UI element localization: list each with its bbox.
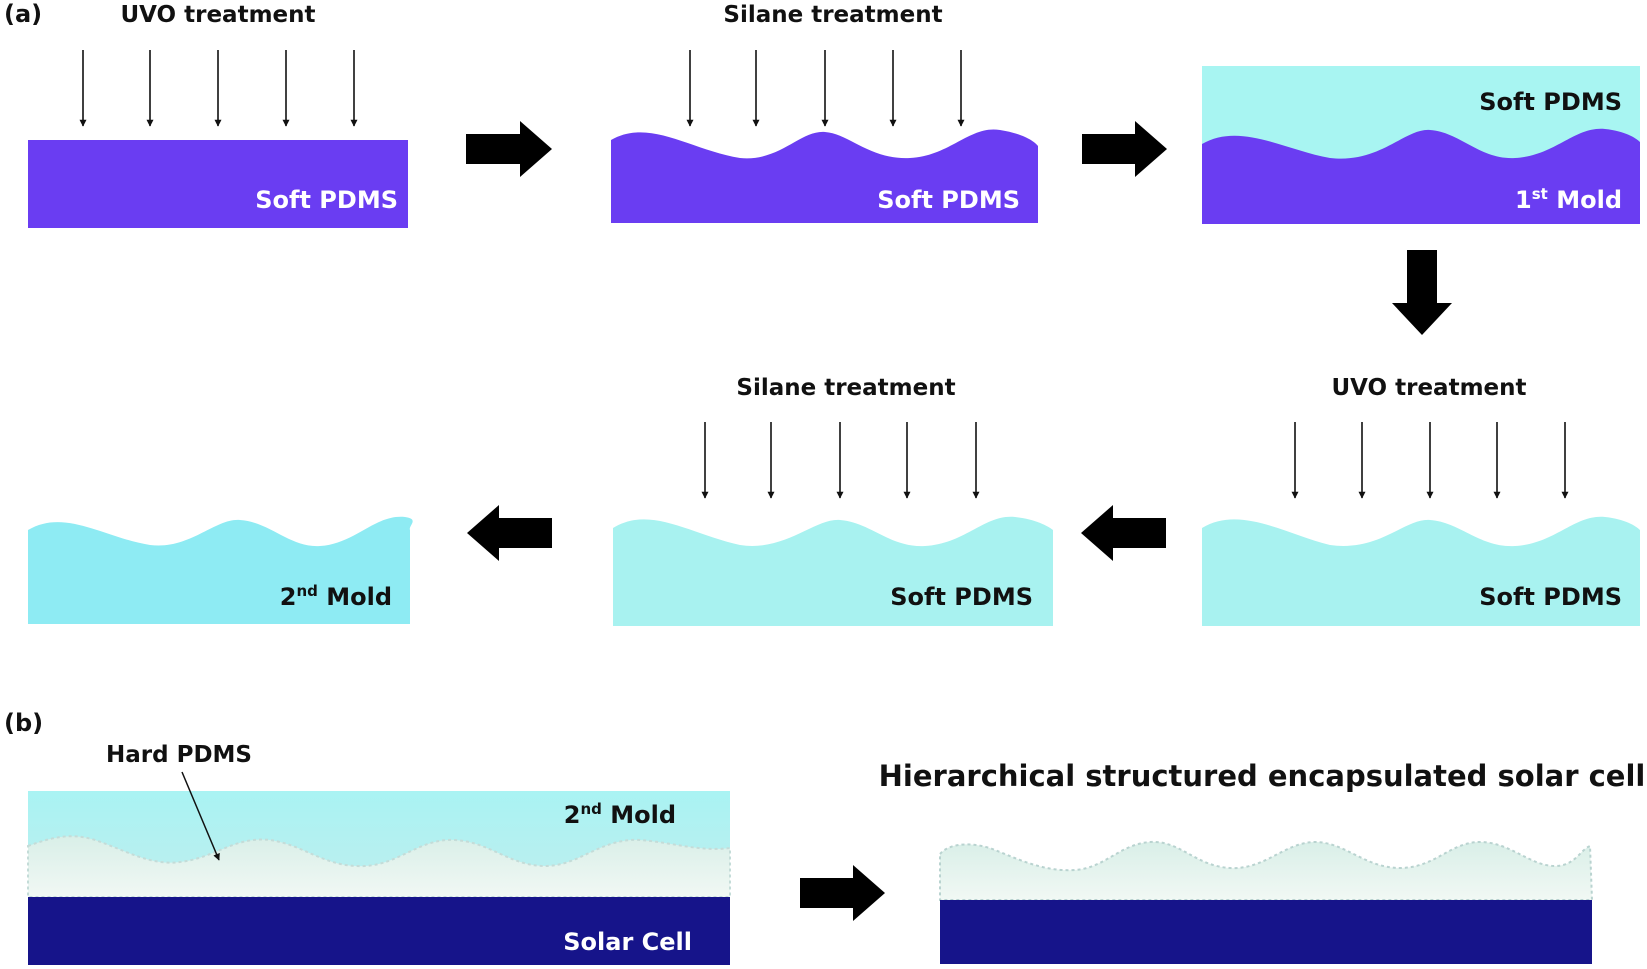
step1-treatment-label: UVO treatment bbox=[120, 2, 315, 28]
step6-group: 2nd Mold bbox=[28, 516, 413, 624]
step4-treatment-label: UVO treatment bbox=[1331, 375, 1526, 401]
panel-b-mold-label: 2nd Mold bbox=[564, 800, 676, 829]
encapsulation-layer bbox=[939, 840, 1594, 901]
process-arrow-right-b bbox=[800, 865, 885, 921]
step6-sup: nd bbox=[296, 582, 317, 600]
step4-block-label: Soft PDMS bbox=[1479, 583, 1622, 611]
step5-arrows bbox=[701, 422, 980, 499]
step4-arrows bbox=[1291, 422, 1569, 499]
step6-label: 2nd Mold bbox=[280, 582, 392, 611]
step6-num: 2 bbox=[280, 583, 297, 611]
step3-first-mold bbox=[1202, 128, 1640, 224]
panel-b-mold-sup: nd bbox=[580, 800, 601, 818]
hard-pdms-label: Hard PDMS bbox=[106, 742, 252, 768]
result-title: Hierarchical structured encapsulated sol… bbox=[879, 759, 1646, 793]
step4-soft-pdms-wavy bbox=[1202, 516, 1640, 626]
panel-b-mold-sep bbox=[602, 801, 610, 829]
panel-a-label: (a) bbox=[4, 0, 42, 28]
panel-b-mold-num: 2 bbox=[564, 801, 581, 829]
step2-group: Silane treatment Soft PDMS bbox=[611, 2, 1038, 223]
step2-soft-pdms-wavy bbox=[611, 129, 1038, 223]
hard-pdms-pointer bbox=[181, 771, 220, 861]
step5-soft-pdms-wavy bbox=[613, 516, 1053, 626]
process-arrow-down bbox=[1392, 250, 1452, 335]
step6-second-mold bbox=[28, 516, 413, 624]
step6-sep bbox=[318, 583, 326, 611]
process-arrow-right-1 bbox=[466, 121, 552, 177]
step3-mold-word: Mold bbox=[1556, 186, 1622, 214]
panel-b-hard-pdms-layer bbox=[27, 835, 731, 898]
step5-group: Silane treatment Soft PDMS bbox=[613, 375, 1053, 626]
panel-b-solar-cell bbox=[28, 897, 730, 965]
step1-soft-pdms-block bbox=[28, 140, 408, 228]
step3-group: Soft PDMS 1st Mold bbox=[1202, 66, 1640, 224]
step3-sup: st bbox=[1532, 185, 1548, 203]
step3-num: 1 bbox=[1515, 186, 1532, 214]
step3-sep bbox=[1548, 186, 1556, 214]
process-arrow-right-2 bbox=[1082, 121, 1167, 177]
step1-arrows bbox=[79, 50, 358, 127]
step2-arrows bbox=[686, 50, 965, 127]
step5-treatment-label: Silane treatment bbox=[736, 375, 955, 401]
step3-top-label: Soft PDMS bbox=[1479, 88, 1622, 116]
step3-bottom-label: 1st Mold bbox=[1515, 185, 1622, 214]
step6-mold-word: Mold bbox=[326, 583, 392, 611]
encapsulated-solar-cell: Hierarchical structured encapsulated sol… bbox=[879, 759, 1646, 964]
step1-group: UVO treatment Soft PDMS bbox=[28, 2, 408, 228]
step5-block-label: Soft PDMS bbox=[890, 583, 1033, 611]
step1-block-label: Soft PDMS bbox=[255, 186, 398, 214]
step4-group: UVO treatment Soft PDMS bbox=[1202, 375, 1640, 626]
panel-b-cell-label: Solar Cell bbox=[563, 928, 692, 956]
panel-b-assembly: 2nd Mold Solar Cell Hard PDMS bbox=[27, 742, 731, 965]
panel-b-label: (b) bbox=[4, 709, 43, 737]
process-arrow-left-2 bbox=[467, 505, 552, 561]
process-arrow-left-1 bbox=[1081, 505, 1166, 561]
step2-treatment-label: Silane treatment bbox=[723, 2, 942, 28]
result-solar-cell bbox=[940, 900, 1592, 964]
panel-b-mold-word: Mold bbox=[610, 801, 676, 829]
step2-block-label: Soft PDMS bbox=[877, 186, 1020, 214]
